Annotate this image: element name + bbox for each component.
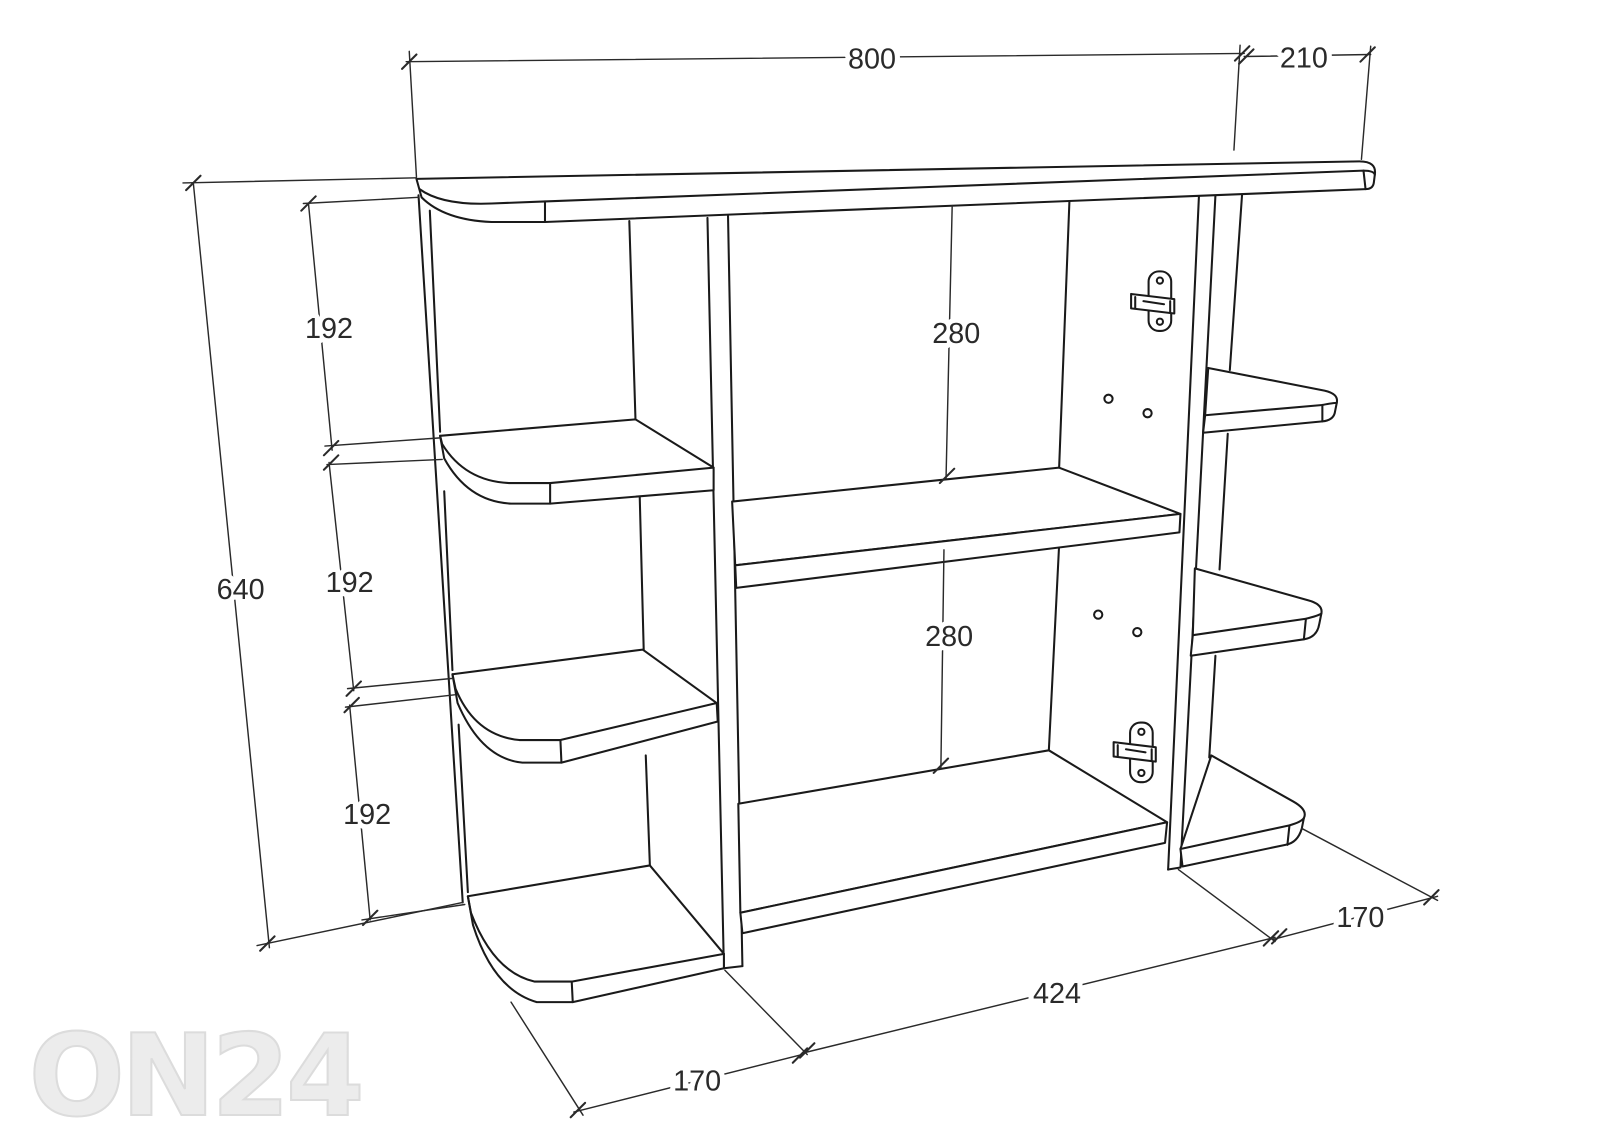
right-upper-shelf [1202,366,1339,434]
dimension-label-center-upper-height: 280 [932,318,980,350]
dimension-line-right-shelf-width [1270,889,1440,945]
center-bottom-shelf [737,749,1169,935]
dimension-line-left-shelf-width [569,1047,809,1119]
center-middle-shelf [731,466,1182,589]
right-middle-shelf [1189,567,1323,657]
watermark-logo: ON24 [29,1010,361,1142]
top-board [415,160,1377,224]
left-middle-shelf [451,648,719,764]
dimension-line-top-width [401,45,1251,70]
left-upper-shelf [439,418,715,505]
mounting-hole [1142,408,1153,419]
dimension-line-left-gaps [300,195,379,927]
dimension-label-center-lower-height: 280 [925,621,973,653]
left-bottom-shelf [466,864,725,1004]
dimension-label-top-width: 800 [848,44,896,76]
mounting-holes [1093,393,1153,638]
center-divider-panel [706,214,744,970]
dimension-label-left-gap-upper: 192 [305,313,353,345]
mounting-hole [1132,626,1143,638]
lower-hinge-icon [1112,721,1157,784]
dimension-label-left-shelf-width: 170 [673,1065,721,1097]
dimension-label-right-shelf-width: 170 [1336,902,1384,934]
dimension-lines [182,44,1440,1119]
dimension-line-center-width [798,930,1280,1059]
shelf-unit [415,160,1377,1004]
left-compartment-back-lines [628,219,651,867]
right-divider-panel [1167,194,1217,871]
upper-hinge-icon [1130,270,1176,332]
dimension-label-left-gap-lower: 192 [343,799,391,831]
dimension-label-total-height: 640 [217,574,265,606]
right-panel-side-edge [1208,192,1244,759]
dimension-labels: 800 210 640 192 192 192 280 280 424 170 … [211,37,1389,1102]
dimension-label-center-width: 424 [1033,978,1081,1010]
right-bottom-shelf [1179,754,1306,868]
dimension-line-top-depth [1238,46,1376,65]
center-compartment-back-lines [1047,200,1071,752]
mounting-hole [1103,393,1114,404]
dimension-line-center-heights [932,204,956,774]
mounting-hole [1093,609,1104,620]
dimension-line-total-height [185,174,276,952]
left-end-panel [417,194,469,904]
dimension-label-top-depth: 210 [1280,43,1328,75]
dimension-label-left-gap-middle: 192 [326,567,374,599]
